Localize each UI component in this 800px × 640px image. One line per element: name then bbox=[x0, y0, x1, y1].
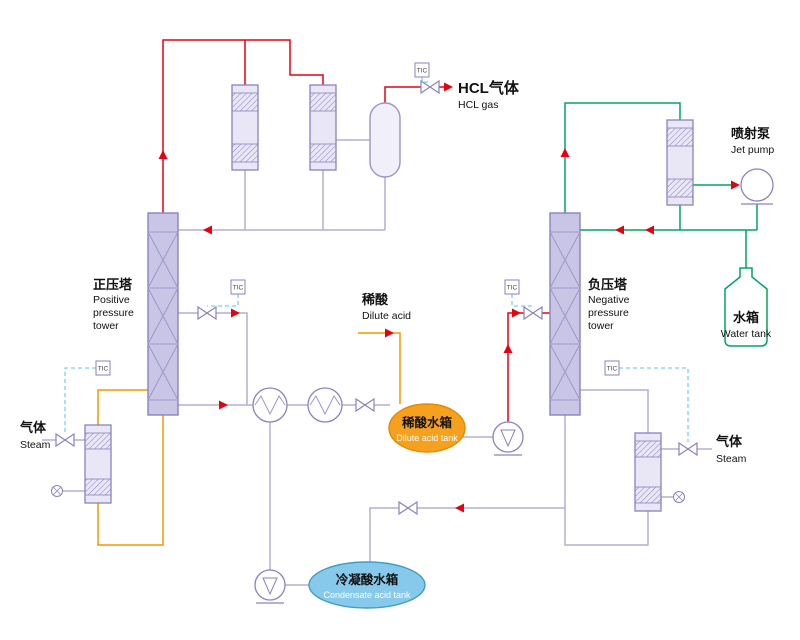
flow-arrow bbox=[385, 328, 394, 338]
hcl-gas-label-en: HCL gas bbox=[458, 99, 498, 111]
flow-arrow bbox=[455, 503, 464, 513]
steam-left-label-zh: 气体 bbox=[20, 420, 47, 435]
valve-steam-right bbox=[678, 441, 698, 457]
tic-label: TIC bbox=[507, 285, 518, 292]
pipe-dilute-acid-feed bbox=[358, 332, 401, 404]
dilute-acid-label-zh: 稀酸 bbox=[362, 292, 389, 307]
pipe-condensate-line bbox=[369, 507, 565, 562]
positive-tower-label-en3: tower bbox=[93, 320, 119, 332]
positive-tower-label-zh: 正压塔 bbox=[93, 277, 133, 292]
pipe-postower-draw bbox=[178, 312, 248, 405]
positive-tower-label-en2: pressure bbox=[93, 307, 134, 319]
steam-left-label-en: Steam bbox=[20, 439, 51, 451]
steam-right-label-zh: 气体 bbox=[716, 434, 743, 449]
condenser-hx2 bbox=[309, 84, 337, 171]
flow-arrow bbox=[645, 225, 654, 235]
hcl-gas-label-zh: HCL气体 bbox=[458, 79, 520, 97]
pipe-postower-overhead bbox=[162, 39, 324, 213]
jet-pump bbox=[740, 168, 774, 205]
pipe-postower-loop-return bbox=[97, 389, 148, 425]
tic-controller-negtower: TIC bbox=[504, 279, 520, 295]
flow-arrow bbox=[203, 225, 212, 235]
condenser-hx3 bbox=[666, 119, 694, 206]
pipe-negtower-loop-return bbox=[580, 389, 649, 433]
tic-label: TIC bbox=[98, 366, 109, 373]
pipe-negtower-overhead bbox=[564, 102, 681, 213]
positive-pressure-tower bbox=[147, 212, 179, 416]
signal-steam-right bbox=[619, 367, 689, 442]
valve-dilute-tank bbox=[355, 397, 375, 413]
tic-controller-steam-left: TIC bbox=[95, 360, 111, 376]
tic-controller-postower: TIC bbox=[230, 279, 246, 295]
condensate-tank-label-en: Condensate acid tank bbox=[323, 590, 411, 600]
water-tank-label-zh: 水箱 bbox=[733, 310, 759, 325]
dilute-acid-tank bbox=[388, 403, 466, 453]
pipes-orange bbox=[97, 332, 401, 546]
condensate-pump bbox=[254, 569, 286, 604]
flow-arrow bbox=[731, 180, 740, 190]
dilute-acid-pump bbox=[492, 421, 524, 456]
signal-postower bbox=[207, 294, 239, 307]
flow-arrow bbox=[219, 400, 228, 410]
pipe-postower-loop-down bbox=[97, 415, 164, 546]
valve-negtower bbox=[523, 305, 543, 321]
separator-vessel bbox=[369, 102, 401, 178]
valve-hcl bbox=[420, 79, 440, 95]
valve-steam-left bbox=[55, 432, 75, 448]
water-tank bbox=[724, 267, 768, 347]
pipe-negtower-loop-down bbox=[564, 415, 649, 546]
negative-pressure-tower bbox=[549, 212, 581, 416]
tic-label: TIC bbox=[417, 68, 428, 75]
flow-arrow bbox=[158, 150, 168, 159]
signal-negtower bbox=[511, 294, 533, 307]
negative-tower-label-en1: Negative bbox=[588, 294, 630, 306]
pipe-condensate-pump-line bbox=[269, 422, 309, 586]
positive-tower-label-en1: Positive bbox=[93, 294, 130, 306]
signal-hcl bbox=[421, 77, 430, 83]
tic-label: TIC bbox=[607, 366, 618, 373]
flow-arrow bbox=[560, 148, 570, 157]
cooler-coil-1 bbox=[252, 387, 288, 423]
flow-arrow bbox=[512, 308, 521, 318]
flow-arrow bbox=[444, 82, 453, 92]
valve-postower bbox=[197, 305, 217, 321]
flow-arrows bbox=[158, 82, 740, 513]
jet-pump-label-en: Jet pump bbox=[731, 144, 774, 156]
drain-symbol-right bbox=[673, 491, 685, 503]
water-tank-label-en: Water tank bbox=[721, 328, 772, 340]
tic-label: TIC bbox=[233, 285, 244, 292]
tic-controller-steam-right: TIC bbox=[604, 360, 620, 376]
jet-pump-label-zh: 喷射泵 bbox=[731, 126, 770, 141]
steam-right-label-en: Steam bbox=[716, 453, 747, 465]
drain-symbol-left bbox=[51, 485, 63, 497]
dilute-acid-tank-label-zh: 稀酸水箱 bbox=[402, 415, 453, 430]
flow-arrow bbox=[231, 308, 240, 318]
signal-lines bbox=[64, 77, 689, 442]
dilute-acid-tank-label-en: Dilute acid tank bbox=[396, 433, 458, 443]
flow-arrow bbox=[503, 344, 513, 353]
steam-heater-right bbox=[634, 432, 662, 512]
negative-tower-label-en2: pressure bbox=[588, 307, 629, 319]
negative-tower-label-en3: tower bbox=[588, 320, 614, 332]
signal-steam-left bbox=[64, 367, 96, 433]
condenser-hx1 bbox=[231, 84, 259, 171]
steam-heater-left bbox=[84, 424, 112, 504]
negative-tower-label-zh: 负压塔 bbox=[588, 277, 628, 292]
labels: HCL气体 HCL gas 正压塔 Positive pressure towe… bbox=[20, 79, 774, 600]
pipes-lavender bbox=[42, 139, 712, 586]
cooler-coil-2 bbox=[307, 387, 343, 423]
condensate-acid-tank bbox=[308, 561, 426, 609]
valve-condensate bbox=[398, 500, 418, 516]
condensate-tank-label-zh: 冷凝酸水箱 bbox=[336, 572, 399, 587]
dilute-acid-label-en: Dilute acid bbox=[362, 310, 411, 322]
flow-arrow bbox=[615, 225, 624, 235]
tic-controller-hcl: TIC bbox=[414, 62, 430, 78]
pipes-green bbox=[564, 102, 758, 268]
